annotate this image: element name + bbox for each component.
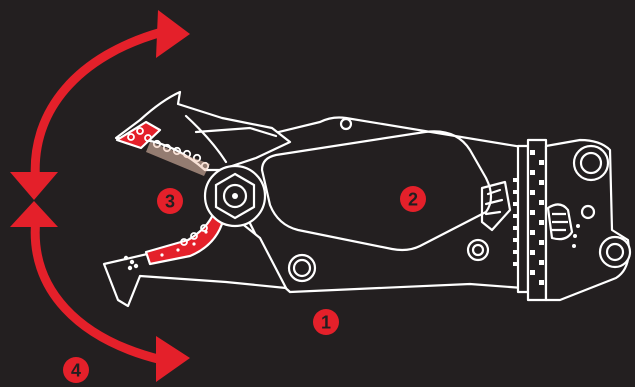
callout-3-label: 3 [165,192,175,212]
shear-frame [211,116,525,294]
callout-1-label: 1 [321,313,331,333]
callout-1: 1 [313,309,339,335]
callout-1-badge [313,309,339,335]
upper-blade-strip [146,142,210,176]
rotation-arrow-lower-icon [10,201,190,382]
upper-jaw-red-insert [115,120,162,150]
callout-2: 2 [400,186,426,212]
rotator-flange-left [516,144,530,294]
shear-main-body [211,116,525,294]
lower-bolt-outer [287,253,317,283]
flange-bolts [513,150,544,285]
mount-side-bolt-inner [471,243,485,257]
callout-2-badge [400,186,426,212]
callout-4-badge [63,357,89,383]
main-pivot [203,164,267,228]
callout-4-label: 4 [71,361,81,381]
rotation-arrow-upper-icon [10,10,190,200]
lower-blade-bolts [180,224,208,246]
mount-side-bolt-outer [466,238,490,262]
bracket-top-hole-inner [579,151,603,175]
lower-bolt-inner [292,258,312,278]
shear-body-panel [260,130,493,252]
bracket-bottom-hole-inner [605,242,625,262]
callout-4: 4 [63,357,89,383]
top-pin [339,117,353,131]
lower-blade-dots [123,230,208,271]
callout-3: 3 [157,188,183,214]
callout-3-badge [157,188,183,214]
mount-bracket [513,138,632,302]
callout-2-label: 2 [408,190,418,210]
upper-jaw [114,90,292,176]
